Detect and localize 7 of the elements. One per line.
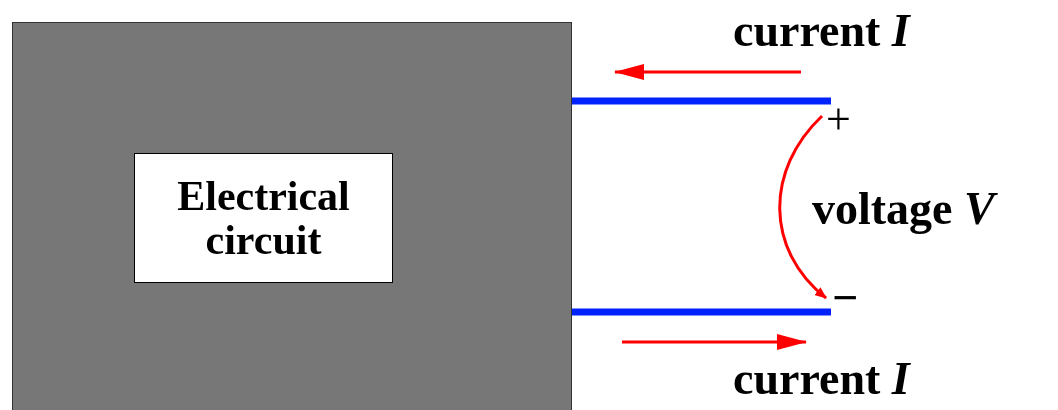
minus-sign: − [832,275,859,321]
circuit-block [12,22,572,410]
current-label: current I [733,356,910,402]
block-label: Electrical circuit [176,173,351,263]
plus-sign: + [826,98,851,142]
current-label: current I [733,8,910,54]
label-box [134,153,393,283]
